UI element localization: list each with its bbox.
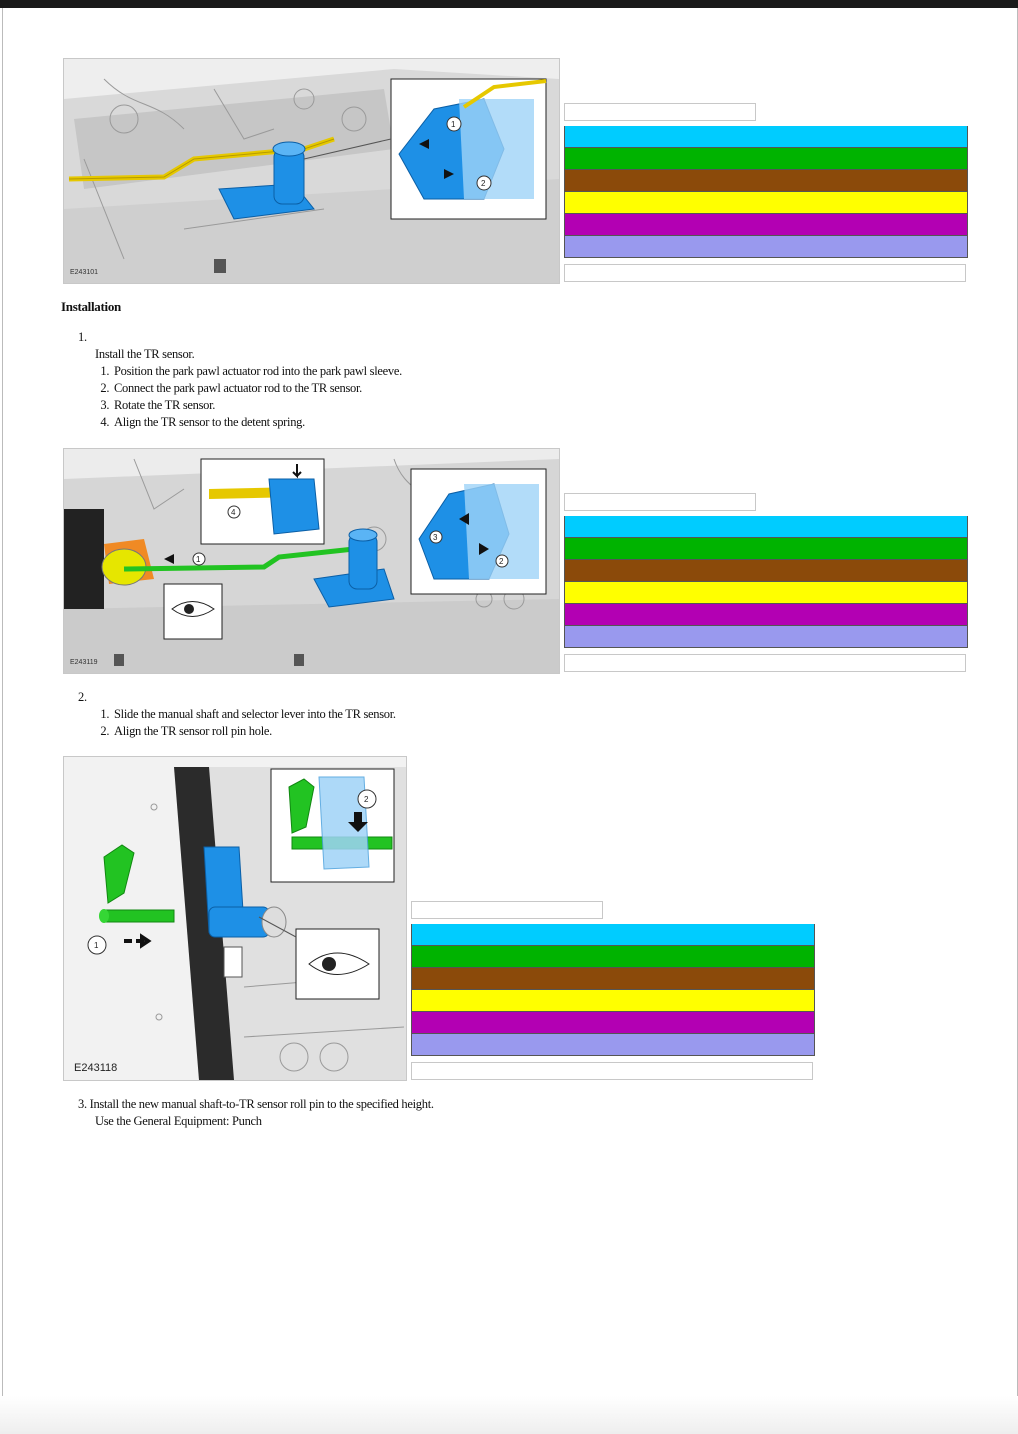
figure-e243101-legend	[564, 103, 968, 282]
step-3: 3. Install the new manual shaft-to-TR se…	[78, 1096, 638, 1130]
viewer-bottom-edge	[0, 1396, 1018, 1434]
step-1-substeps: Position the park pawl actuator rod into…	[78, 363, 578, 431]
legend-band-green	[564, 538, 968, 560]
legend-footer-cell	[411, 1062, 813, 1080]
legend-band-magenta	[411, 1012, 815, 1034]
legend-footer-cell	[564, 654, 966, 672]
figure-e243119-code: E243119	[70, 659, 98, 666]
legend-band-green	[411, 946, 815, 968]
legend-band-cyan	[564, 126, 968, 148]
legend-band-brown	[564, 170, 968, 192]
step-1-substep-4: Align the TR sensor to the detent spring…	[112, 414, 578, 431]
figure-e243101: E243101 1 2	[63, 58, 560, 284]
step-1-number: 1.	[78, 330, 87, 344]
step-3-number: 3.	[78, 1097, 87, 1111]
figure-e243119-illustration: 1 4 3 2 E243119	[64, 449, 559, 673]
legend-header-cell	[564, 103, 756, 121]
figure-e243118-legend	[411, 901, 815, 1080]
legend-band-yellow	[564, 192, 968, 214]
figure-e243118-callout-2: 2	[364, 795, 369, 804]
legend-band-yellow	[564, 582, 968, 604]
step-1-substep-3: Rotate the TR sensor.	[112, 397, 578, 414]
figure-e243101-callout-1: 1	[451, 120, 456, 129]
legend-band-cyan	[564, 516, 968, 538]
figure-e243118-code: E243118	[74, 1062, 117, 1074]
figure-e243101-callout-2: 2	[481, 179, 486, 188]
legend-footer-cell	[564, 264, 966, 282]
step-1-substep-1: Position the park pawl actuator rod into…	[112, 363, 578, 380]
figure-e243119-callout-2: 2	[499, 557, 504, 566]
step-3-line: 3. Install the new manual shaft-to-TR se…	[78, 1096, 638, 1113]
legend-header-cell	[411, 901, 603, 919]
legend-band-lavender	[411, 1034, 815, 1056]
figure-e243101-illustration: E243101 1 2	[64, 59, 559, 283]
viewer-top-bar	[0, 0, 1018, 8]
step-3-text: Install the new manual shaft-to-TR senso…	[89, 1097, 434, 1111]
legend-header-cell	[564, 493, 756, 511]
figure-e243119-callout-3: 3	[433, 533, 438, 542]
legend-band-brown	[564, 560, 968, 582]
figure-e243118-callout-1: 1	[94, 941, 99, 950]
legend-band-brown	[411, 968, 815, 990]
figure-e243118-illustration: 1 2 E243118	[64, 757, 406, 1080]
legend-band-magenta	[564, 604, 968, 626]
step-1-text: Install the TR sensor.	[95, 347, 195, 361]
legend-band-yellow	[411, 990, 815, 1012]
step-2-substep-2: Align the TR sensor roll pin hole.	[112, 723, 578, 740]
step-1: 1. Install the TR sensor. Position the p…	[78, 329, 578, 431]
legend-band-green	[564, 148, 968, 170]
figure-e243119-callout-4: 4	[231, 508, 236, 517]
step-2-number: 2.	[78, 690, 87, 704]
section-title: Installation	[61, 299, 121, 314]
legend-band-cyan	[411, 924, 815, 946]
step-3-note: Use the General Equipment: Punch	[95, 1114, 262, 1128]
step-1-substep-2: Connect the park pawl actuator rod to th…	[112, 380, 578, 397]
legend-band-magenta	[564, 214, 968, 236]
step-2-substep-1: Slide the manual shaft and selector leve…	[112, 706, 578, 723]
legend-band-lavender	[564, 236, 968, 258]
figure-e243118: 1 2 E243118	[63, 756, 407, 1081]
step-2: 2. Slide the manual shaft and selector l…	[78, 689, 578, 740]
figure-e243119: 1 4 3 2 E243119	[63, 448, 560, 674]
figure-e243119-callout-1: 1	[196, 555, 201, 564]
legend-band-lavender	[564, 626, 968, 648]
figure-e243119-legend	[564, 493, 968, 672]
figure-e243101-code: E243101	[70, 269, 98, 276]
step-2-substeps: Slide the manual shaft and selector leve…	[78, 706, 578, 740]
